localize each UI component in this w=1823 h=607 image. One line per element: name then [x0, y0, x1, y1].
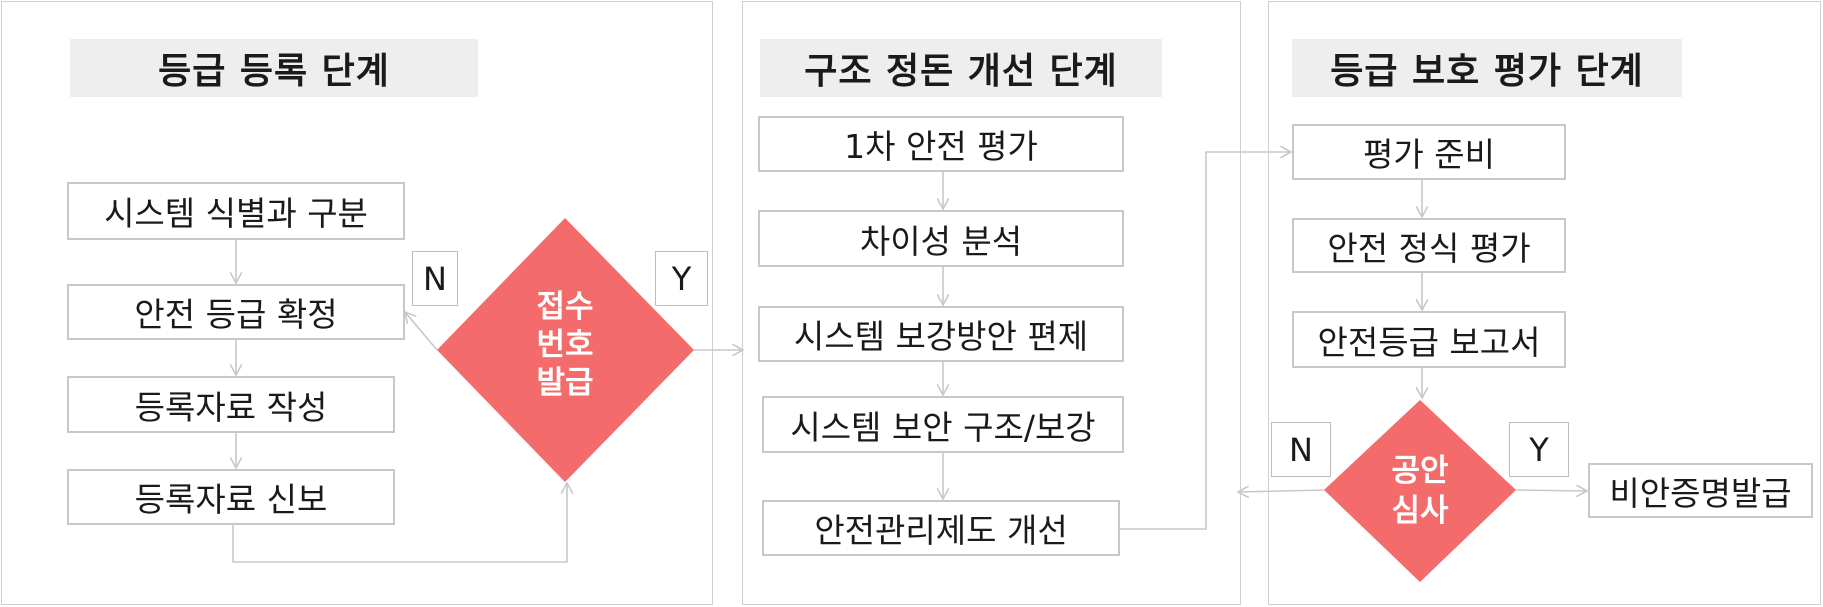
arrow-s2-to-s3 — [1120, 152, 1291, 530]
decision-label-line: 발급 — [536, 365, 594, 401]
no-label-evaluation: N — [1271, 422, 1331, 477]
arrow-s1-to-decision — [232, 483, 567, 563]
step-grade-report: 안전등급 보고서 — [1292, 311, 1566, 368]
arrow-s1-no — [405, 312, 438, 351]
stage-title-evaluation: 등급 보호 평가 단계 — [1292, 39, 1682, 97]
arrow-s3-yes — [1515, 490, 1587, 491]
step-eval-prep: 평가 준비 — [1292, 124, 1566, 180]
step-system-identification: 시스템 식별과 구분 — [67, 182, 405, 240]
step-formal-eval: 안전 정식 평가 — [1292, 218, 1566, 273]
step-gap-analysis: 차이성 분석 — [758, 210, 1124, 267]
yes-label-registration: Y — [655, 251, 708, 306]
stage-title-registration: 등급 등록 단계 — [70, 39, 478, 97]
decision-diamond-registration — [437, 218, 694, 482]
decision-label-evaluation: 공안 심사 — [1365, 445, 1475, 537]
stage-title-improvement: 구조 정돈 개선 단계 — [760, 39, 1162, 97]
decision-label-line: 접수 — [536, 289, 594, 325]
no-label-registration: N — [412, 251, 458, 306]
yes-label-evaluation: Y — [1509, 422, 1569, 477]
decision-label-line: 번호 — [536, 327, 594, 363]
decision-label-line: 공안 — [1391, 453, 1449, 489]
decision-label-line: 심사 — [1391, 493, 1449, 529]
step-security-structure: 시스템 보안 구조/보강 — [762, 396, 1124, 453]
decision-diamond-evaluation — [1324, 400, 1516, 582]
step-registration-write: 등록자료 작성 — [67, 376, 395, 433]
arrow-s3-no — [1238, 490, 1325, 492]
step-registration-submit: 등록자료 신보 — [67, 469, 395, 525]
decision-label-registration: 접수 번호 발급 — [500, 275, 630, 415]
step-first-security-eval: 1차 안전 평가 — [758, 116, 1124, 172]
step-security-grade-confirm: 안전 등급 확정 — [67, 284, 405, 340]
outcome-certificate: 비안증명발급 — [1588, 463, 1813, 518]
step-reinforcement-plan: 시스템 보강방안 편제 — [758, 306, 1124, 362]
step-management-improve: 안전관리제도 개선 — [762, 500, 1120, 556]
